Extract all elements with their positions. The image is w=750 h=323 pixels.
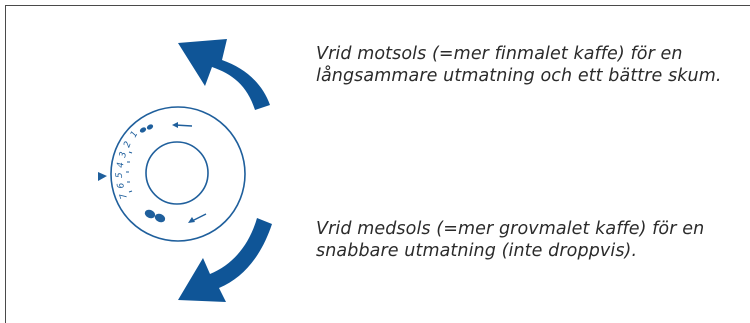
dial-pointer-icon <box>98 172 107 181</box>
dial-outer-ring <box>110 106 246 242</box>
dial-number: 6 <box>116 182 127 190</box>
counterclockwise-caption: Vrid motsols (=mer finmalet kaffe) för e… <box>316 44 722 86</box>
dial-inner-knob <box>145 141 209 205</box>
figure-frame <box>5 5 750 323</box>
dial-number: 3 <box>118 151 129 159</box>
clockwise-caption: Vrid medsols (=mer grovmalet kaffe) för … <box>316 219 705 261</box>
coffee-beans-small-icon <box>139 124 154 133</box>
dial-number: 2 <box>122 140 133 149</box>
dial-number: 1 <box>129 130 141 140</box>
counterclockwise-arrow-icon <box>178 39 270 110</box>
small-cw-arrow-icon <box>188 213 207 223</box>
dial-number: 4 <box>116 162 126 169</box>
coffee-beans-large-icon <box>144 209 166 223</box>
dial-number: 7 <box>118 191 129 200</box>
grind-dial: 1 2 3 4 5 6 7 <box>98 106 246 242</box>
dial-number: 5 <box>115 172 125 178</box>
small-ccw-arrow-icon <box>172 122 193 128</box>
clockwise-arrow-icon <box>178 218 272 302</box>
